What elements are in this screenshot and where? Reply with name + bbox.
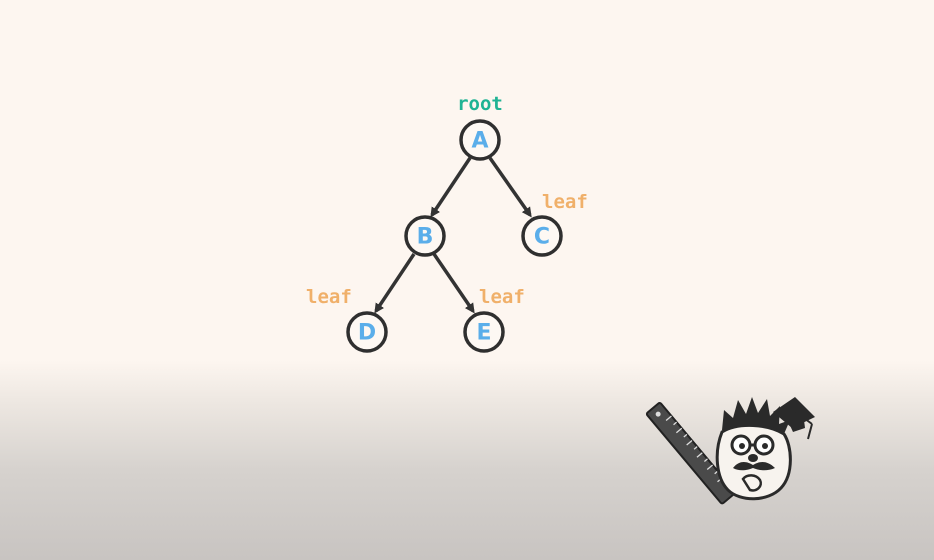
leaf-label-d: leaf [306,286,352,308]
edge-b-d [374,253,416,314]
leaf-label-e: leaf [479,286,525,308]
edge-a-c [488,156,532,218]
node-label: A [471,129,488,154]
tree-node-e: E [463,311,505,353]
node-label: B [417,225,434,250]
node-label: C [534,225,550,250]
node-label: E [476,321,491,346]
leaf-label-c: leaf [542,191,588,213]
root-label: root [457,93,503,115]
tree-node-d: D [346,311,388,353]
tree-node-b: B [404,215,446,257]
edges [374,156,532,314]
edge-b-e [432,253,475,314]
edge-a-b [430,157,472,218]
tree-node-c: C [521,215,563,257]
tree-node-a: A [459,119,501,161]
graduation-cap-icon [773,397,815,440]
node-label: D [358,321,376,346]
ruler-icon [645,402,736,505]
professor-mascot-icon [645,397,815,505]
